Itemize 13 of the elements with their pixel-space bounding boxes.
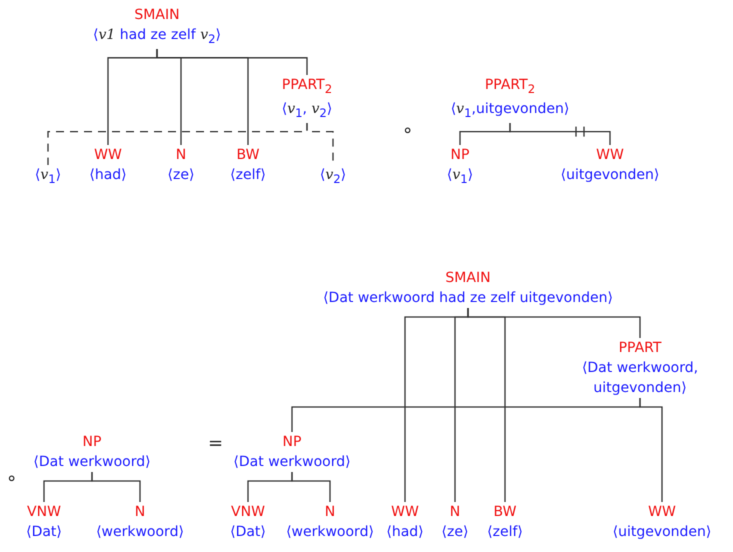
yield-text: ⟨v1 had ze zelf v$_{2}$⟩ bbox=[93, 25, 221, 49]
tree-branch bbox=[91, 472, 141, 502]
tree-branch bbox=[639, 398, 663, 502]
tree-branch bbox=[291, 472, 331, 502]
tree-branch bbox=[509, 122, 611, 145]
yield-text: ⟨uitgevonden⟩ bbox=[560, 165, 660, 185]
composition-operator: ∘ bbox=[402, 120, 414, 141]
equals-sign: = bbox=[208, 433, 224, 454]
yield-text: ⟨uitgevonden⟩ bbox=[612, 522, 712, 542]
tree-branch bbox=[156, 48, 308, 75]
yield-text: ⟨Dat werkwoord had ze zelf uitgevonden⟩ bbox=[323, 288, 613, 308]
composition-operator: ∘ bbox=[6, 468, 18, 489]
tree-branch bbox=[467, 308, 641, 338]
